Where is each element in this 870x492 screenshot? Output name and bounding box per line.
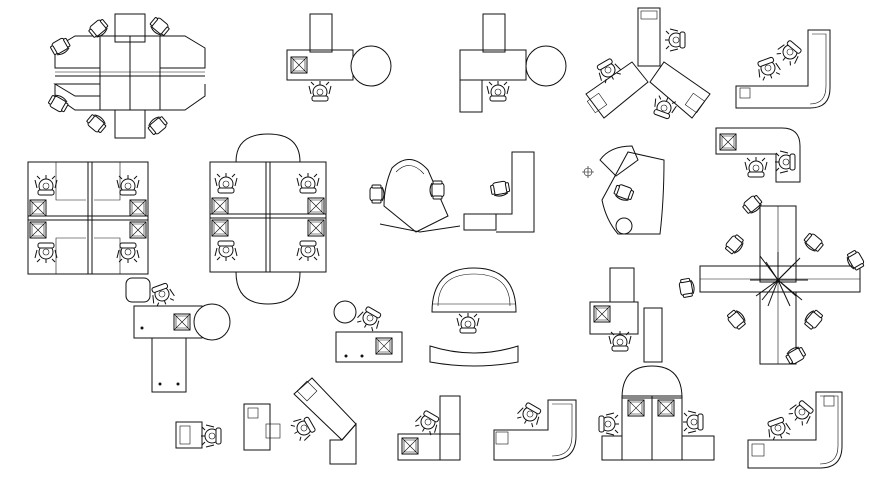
- cubicle-quad-rounded: [209, 133, 327, 305]
- l-desk-round-table-a: [286, 13, 392, 102]
- l-desk-bottom-a: [397, 395, 461, 461]
- y-three-way-workstation: [585, 7, 711, 121]
- curved-l-desk-bottom: [493, 399, 577, 461]
- curved-reception-desk: [369, 151, 535, 233]
- cubicle-quad-left: [27, 161, 149, 275]
- double-arch-workstation: [598, 365, 715, 461]
- angled-l-workstation: [243, 377, 357, 465]
- corner-desk-right-top: [715, 127, 801, 183]
- cross-workstation-plant: [678, 193, 867, 367]
- corner-workstation-bottom-right: [747, 391, 843, 469]
- semicircle-reception: [429, 267, 519, 367]
- l-desk-mid-right: [589, 267, 663, 363]
- curved-desk-small: [582, 145, 665, 235]
- desk-round-table-small: [333, 300, 403, 363]
- l-desk-round-table-b: [459, 13, 567, 113]
- executive-desk-round-table: [125, 277, 231, 393]
- cluster-4-desk-pods: [46, 13, 206, 139]
- small-desk-chair: [175, 421, 222, 449]
- plant-icon: [750, 252, 808, 307]
- corner-workstation-top-right: [735, 29, 831, 109]
